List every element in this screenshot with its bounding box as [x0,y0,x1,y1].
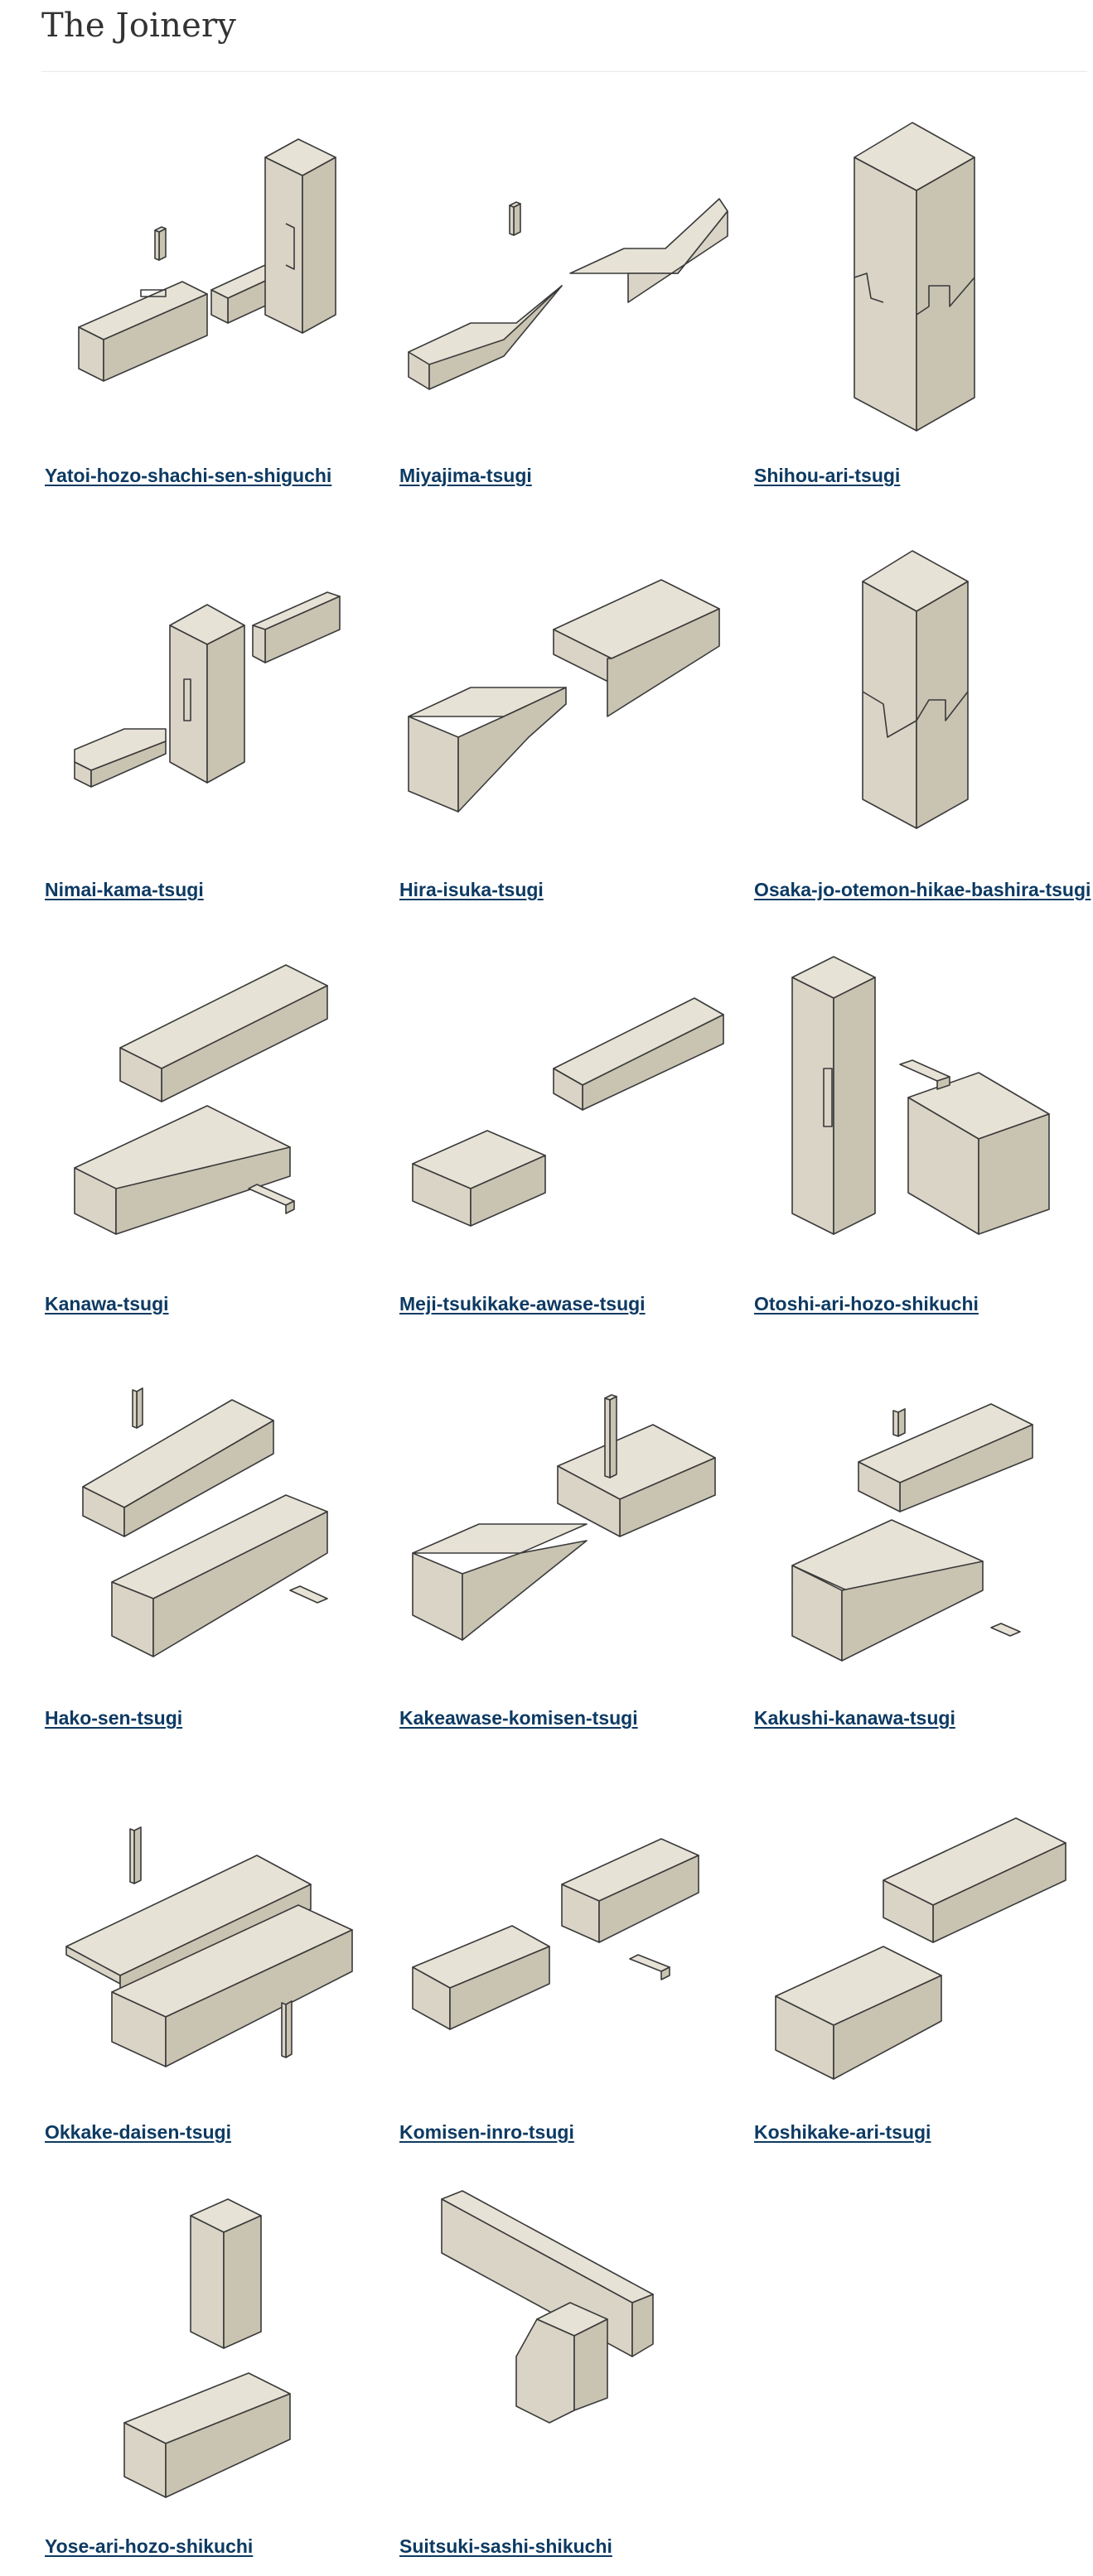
joint-illustration[interactable] [41,1342,389,1690]
joint-link[interactable]: Kakushi-kanawa-tsugi [754,1707,955,1729]
joint-illustration[interactable] [396,928,744,1276]
joint-illustration[interactable] [396,514,744,861]
joint-link[interactable]: Hako-sen-tsugi [45,1707,183,1729]
joint-link[interactable]: Kakeawase-komisen-tsugi [399,1707,638,1729]
joint-link[interactable]: Otoshi-ari-hozo-shikuchi [754,1293,979,1315]
joint-link[interactable]: Komisen-inro-tsugi [399,2121,574,2143]
joint-illustration[interactable] [41,514,389,861]
joint-illustration[interactable] [396,99,744,447]
joint-illustration[interactable] [396,2170,744,2518]
joint-illustration[interactable] [41,1756,389,2104]
joint-illustration[interactable] [41,2170,389,2518]
joint-illustration[interactable] [751,1342,1093,1690]
joint-illustration[interactable] [751,99,1093,447]
joint-illustration[interactable] [396,1756,744,2104]
joint-link[interactable]: Suitsuki-sashi-shikuchi [399,2535,612,2557]
joint-link[interactable]: Kanawa-tsugi [45,1293,169,1315]
joint-link[interactable]: Nimai-kama-tsugi [45,879,204,900]
joint-link[interactable]: Miyajima-tsugi [399,465,532,486]
title-divider [41,71,1087,72]
joint-illustration[interactable] [751,514,1093,861]
joint-link[interactable]: Okkake-daisen-tsugi [45,2121,231,2143]
page-title: The Joinery [41,7,237,45]
joint-link[interactable]: Yose-ari-hozo-shikuchi [45,2535,254,2557]
joint-link[interactable]: Hira-isuka-tsugi [399,879,544,900]
joint-link[interactable]: Osaka-jo-otemon-hikae-bashira-tsugi [754,879,1091,900]
joint-link[interactable]: Koshikake-ari-tsugi [754,2121,931,2143]
joint-link[interactable]: Shihou-ari-tsugi [754,465,901,486]
joint-illustration[interactable] [396,1342,744,1690]
joint-illustration[interactable] [41,928,389,1276]
joint-link[interactable]: Meji-tsukikake-awase-tsugi [399,1293,646,1315]
joint-illustration[interactable] [751,1756,1093,2104]
joint-link[interactable]: Yatoi-hozo-shachi-sen-shiguchi [45,465,332,486]
joint-illustration[interactable] [751,928,1093,1276]
joint-illustration[interactable] [41,99,389,447]
